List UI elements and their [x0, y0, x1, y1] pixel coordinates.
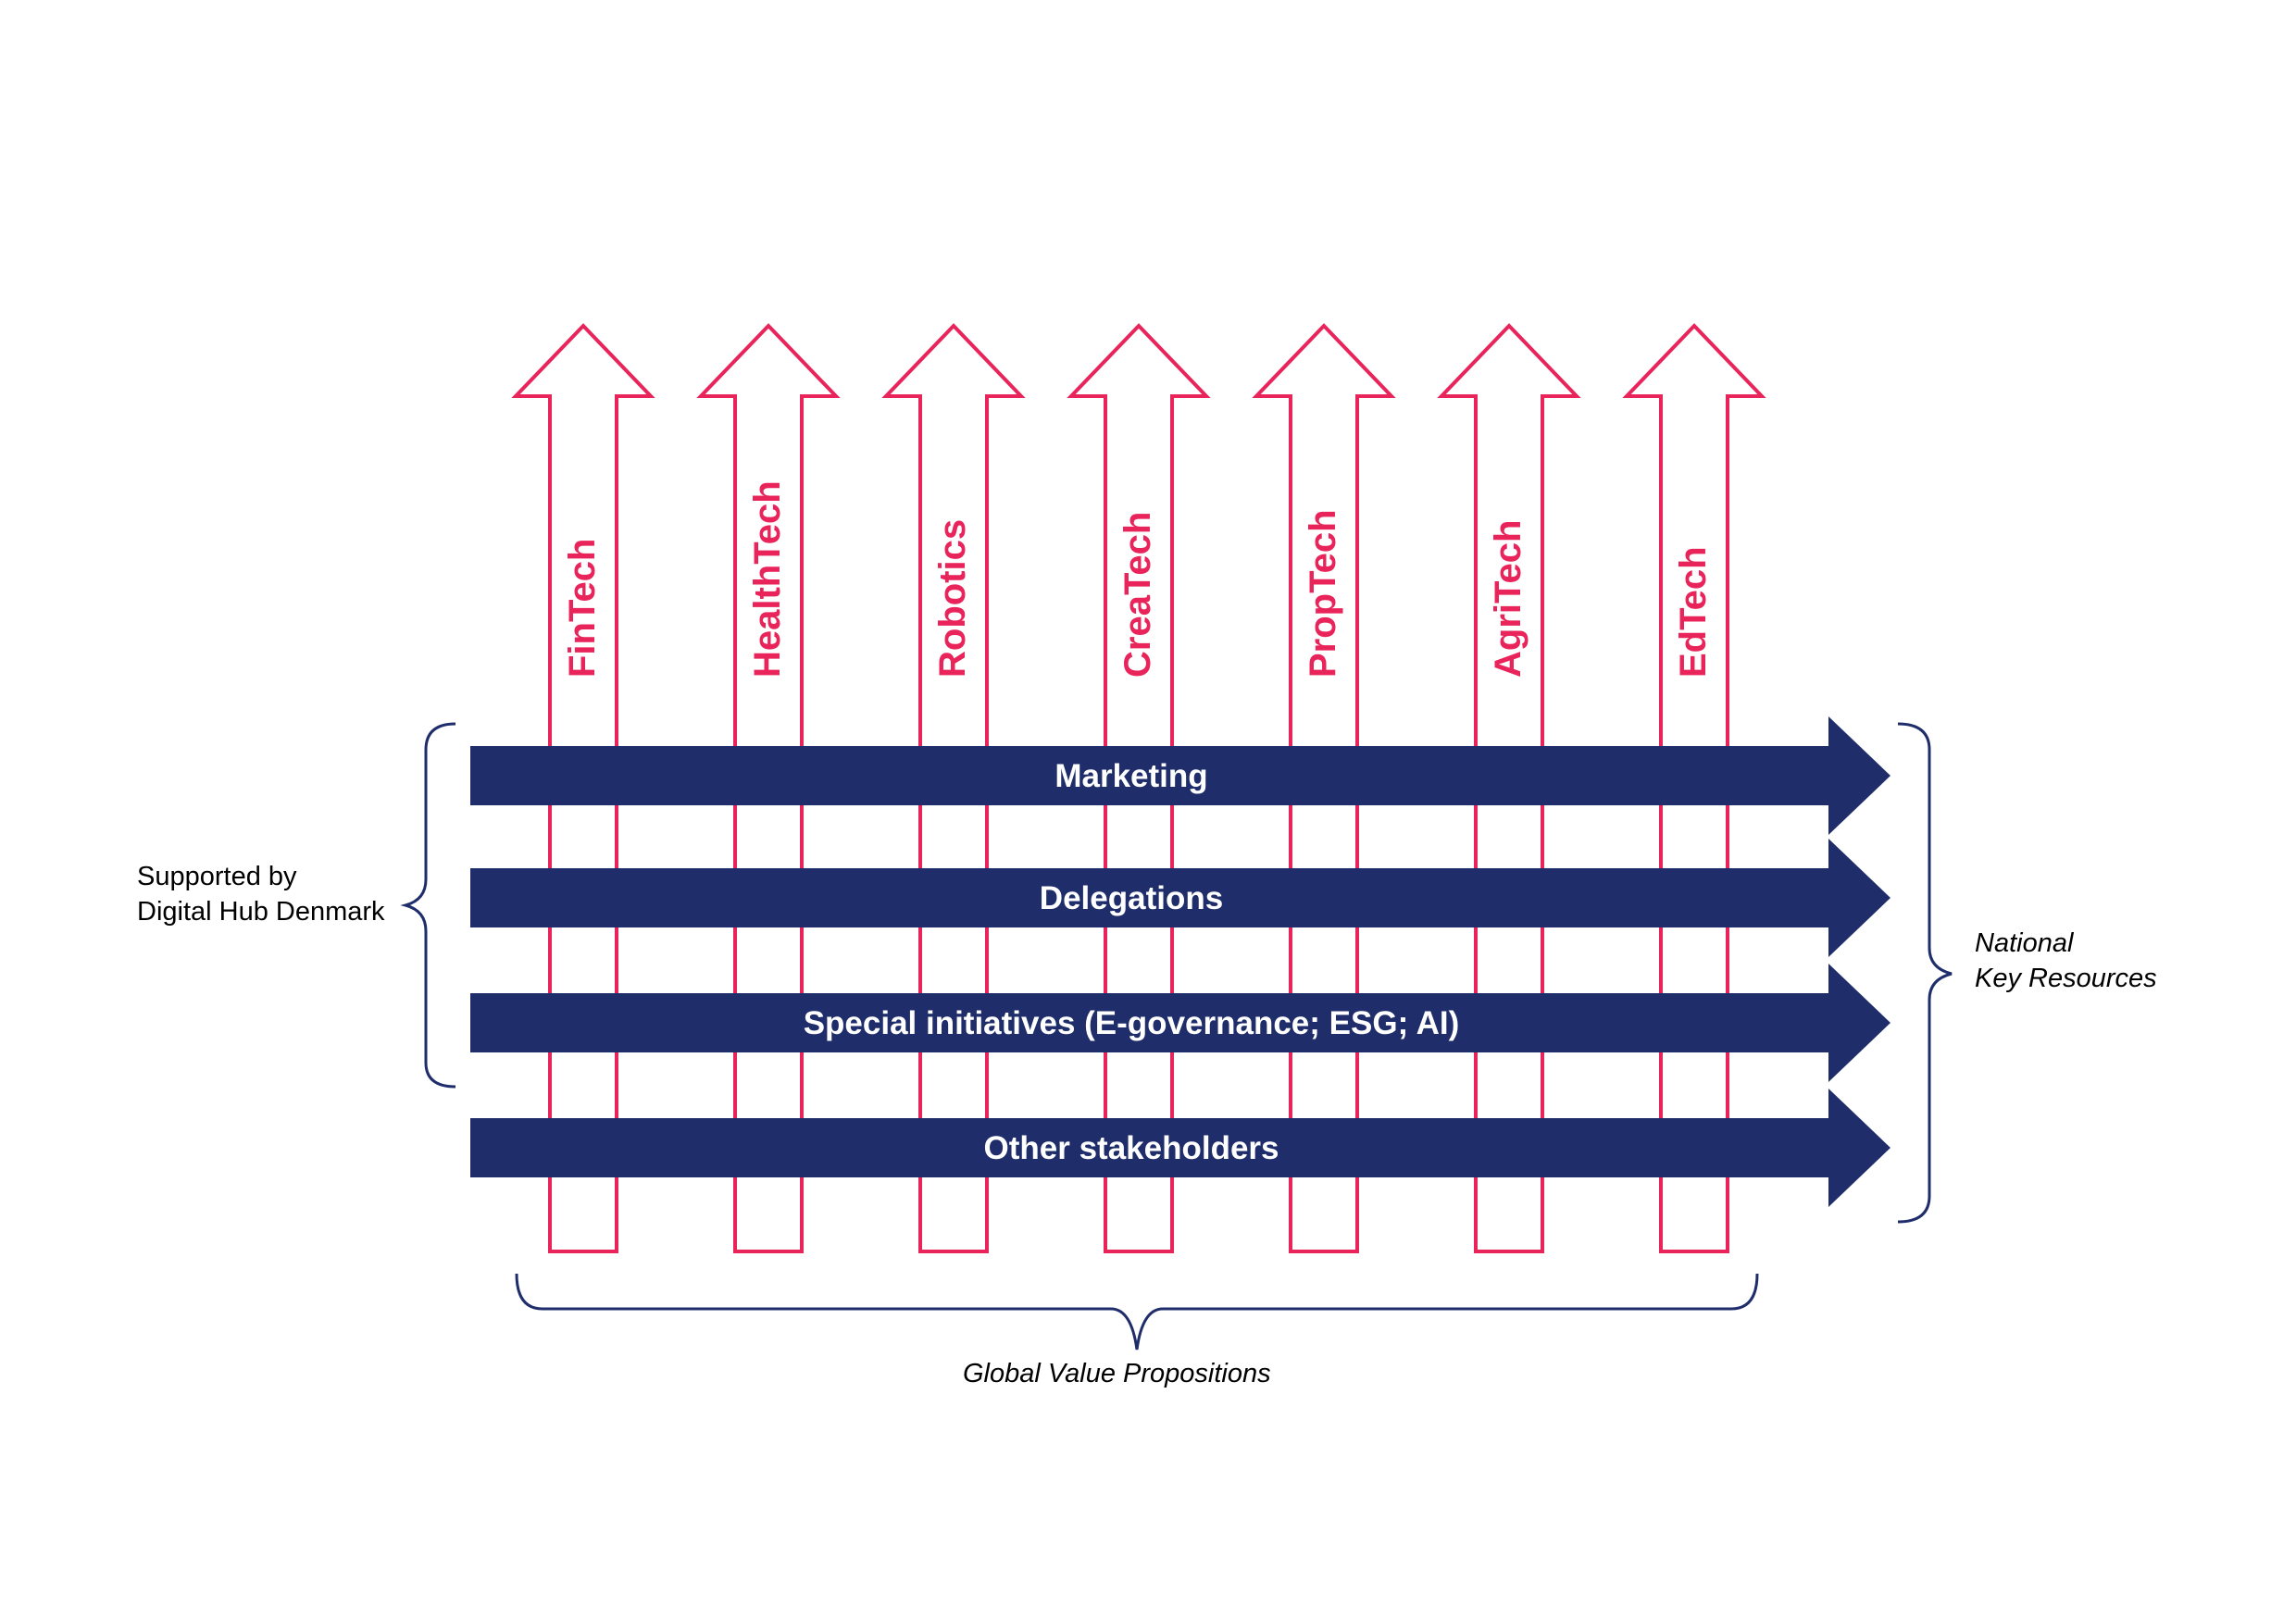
left-brace [400, 722, 456, 1089]
sector-label: AgriTech [1488, 520, 1529, 678]
national-resources-label: National Key Resources [1975, 926, 2157, 996]
band-label: Other stakeholders [984, 1130, 1279, 1166]
band-arrow-shape [470, 964, 1890, 1082]
bottom-brace [515, 1273, 1759, 1350]
band-arrow-4: Other stakeholders [470, 1089, 1890, 1207]
supported-by-label: Supported by Digital Hub Denmark [137, 859, 385, 929]
right-brace [1897, 722, 1953, 1224]
band-arrow-1: Marketing [470, 716, 1890, 835]
sector-label: CreaTech [1117, 512, 1158, 678]
supported-by-line1: Supported by [137, 862, 297, 891]
band-label: Delegations [1040, 880, 1223, 916]
supported-by-line2: Digital Hub Denmark [137, 897, 385, 927]
band-arrow-3: Special initiatives (E-governance; ESG; … [470, 964, 1890, 1082]
band-label: Marketing [1054, 758, 1207, 794]
global-value-label: Global Value Propositions [963, 1359, 1271, 1388]
national-resources-line2: Key Resources [1975, 964, 2157, 993]
band-arrow-shape [470, 1089, 1890, 1207]
band-arrow-shape [470, 716, 1890, 835]
band-arrow-shape [470, 839, 1890, 957]
band-label: Special initiatives (E-governance; ESG; … [804, 1005, 1460, 1041]
sector-label: FinTech [562, 539, 603, 678]
sector-label: EdTech [1673, 546, 1714, 678]
sector-label: PropTech [1303, 509, 1343, 678]
sector-label: HealthTech [747, 480, 788, 678]
sector-label: Robotics [932, 519, 973, 678]
band-arrow-2: Delegations [470, 839, 1890, 957]
national-resources-line1: National [1975, 928, 2074, 958]
